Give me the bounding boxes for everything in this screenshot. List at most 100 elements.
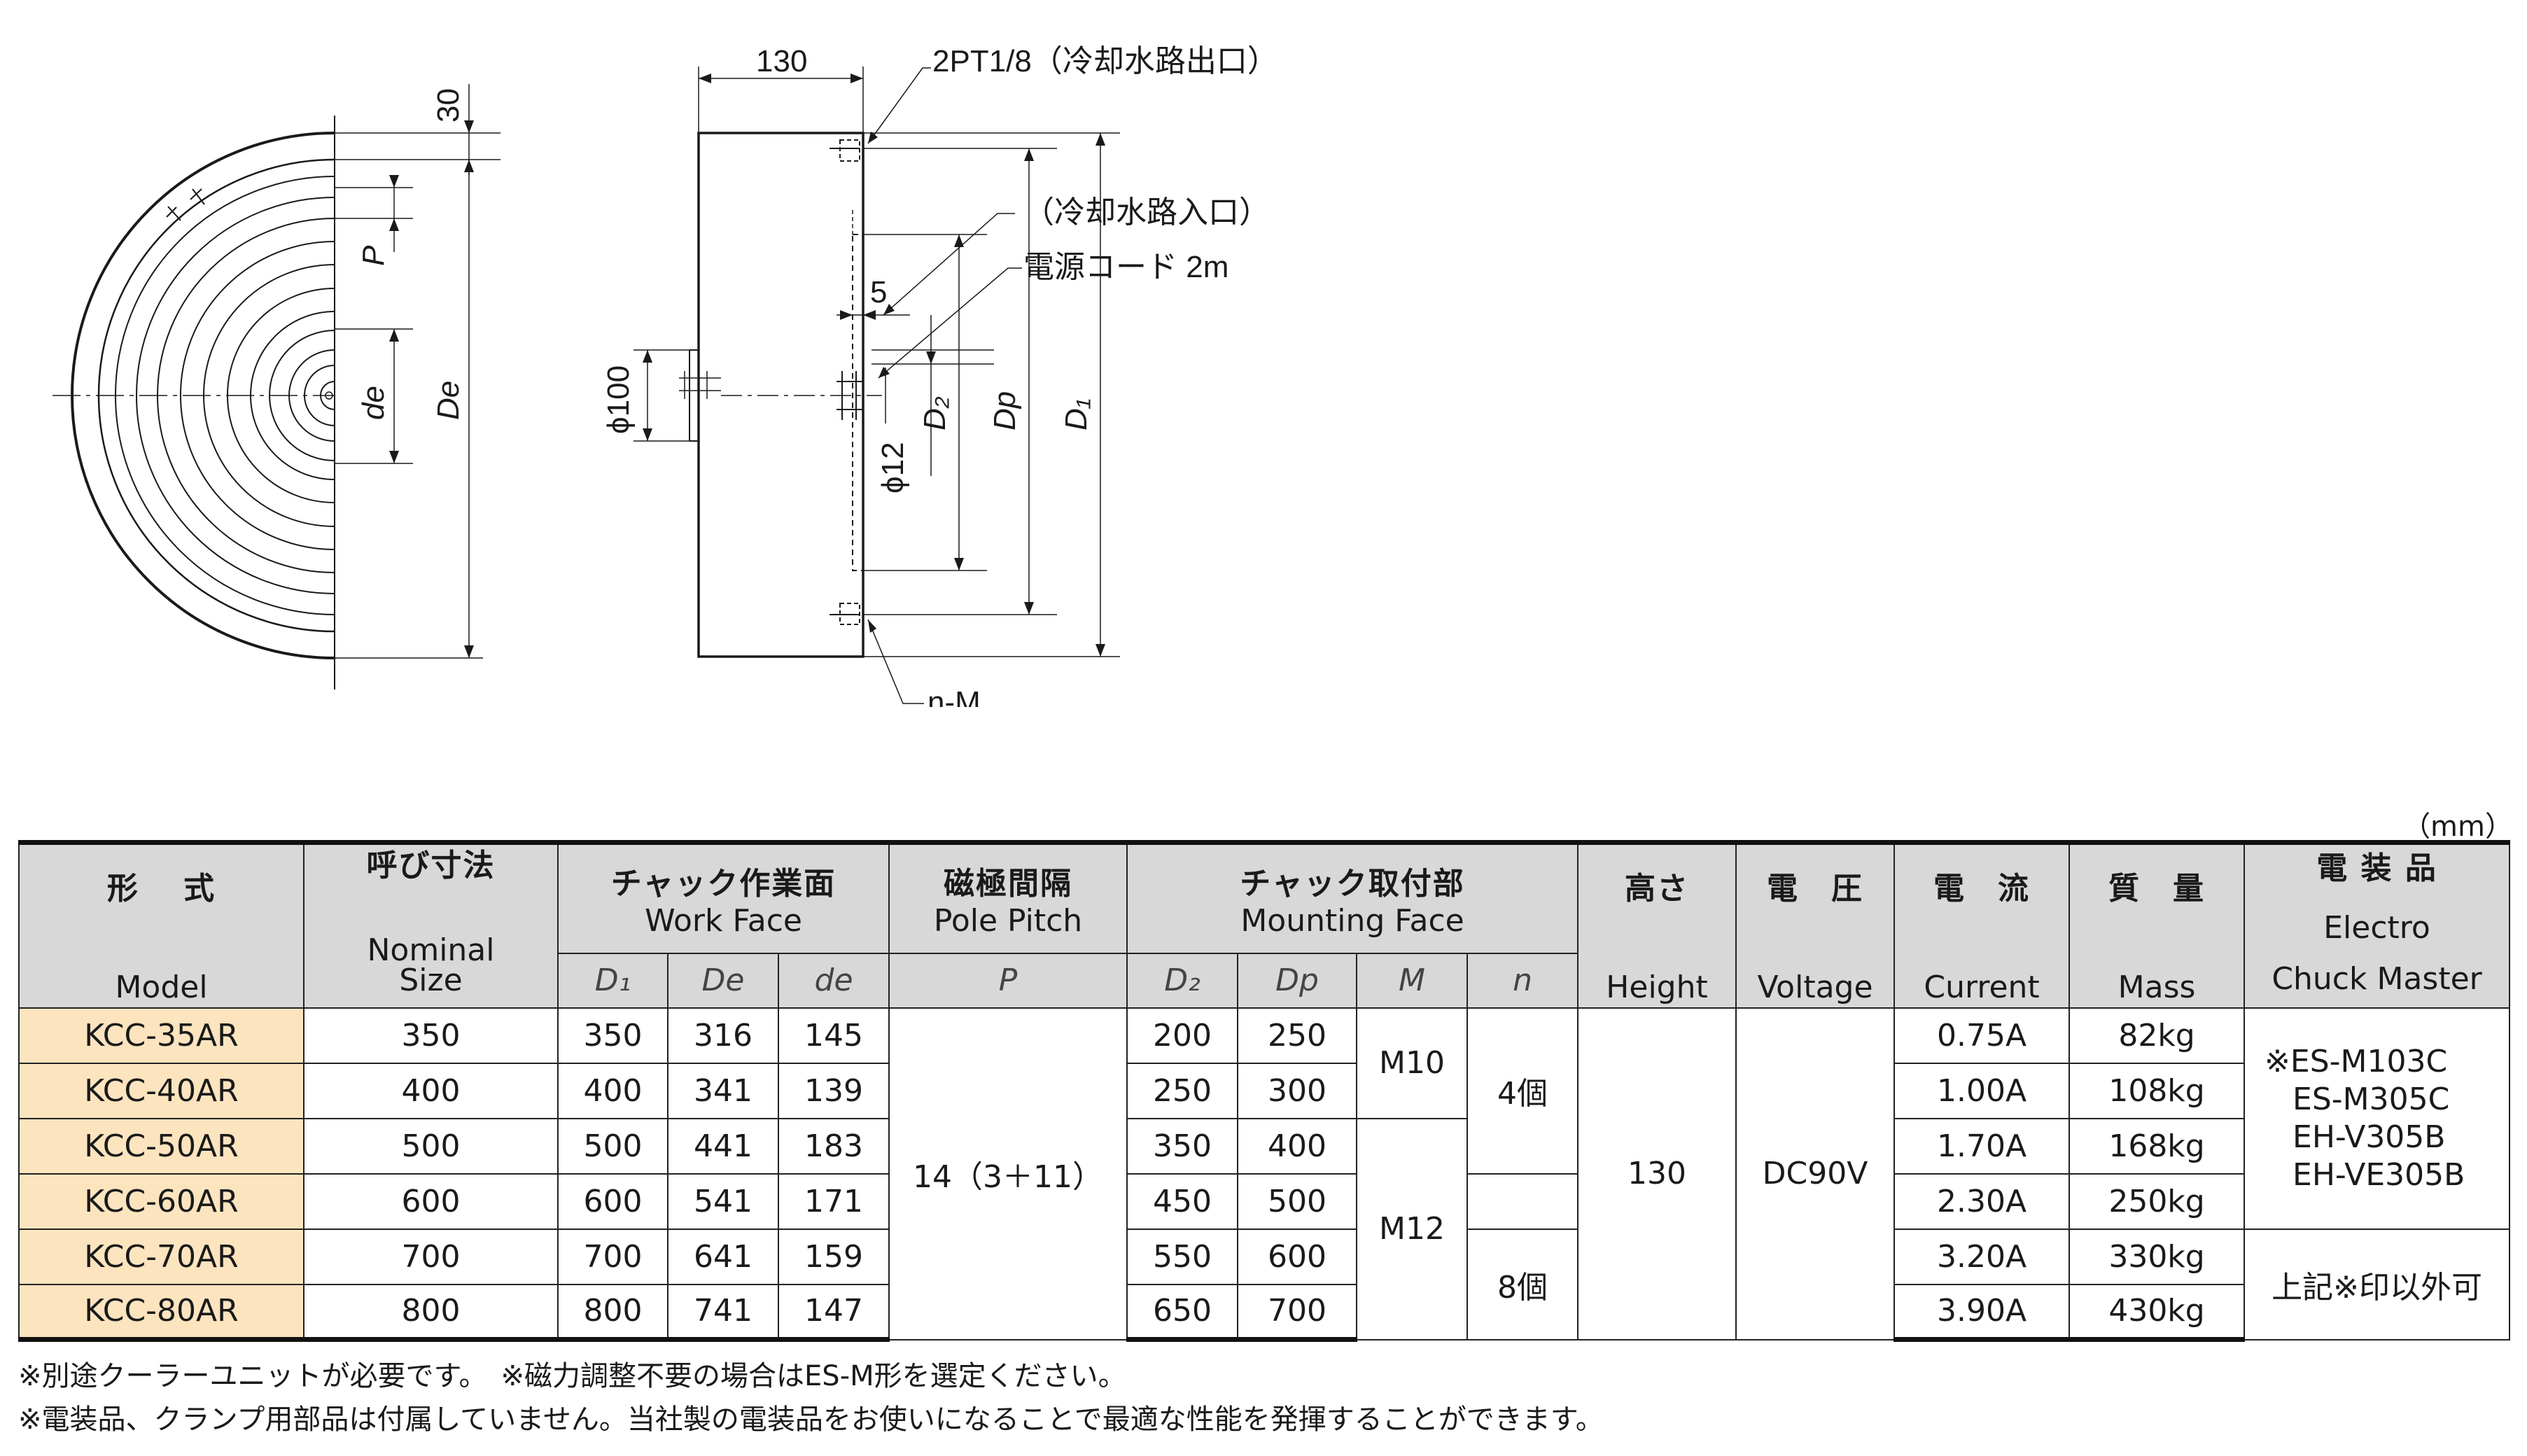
D2-cell: 200 <box>1126 1007 1239 1064</box>
Dp-cell: 500 <box>1237 1172 1358 1230</box>
D2-cell: 250 <box>1126 1062 1239 1119</box>
dim-5-label: 5 <box>870 275 887 309</box>
mass-cell: 82kg <box>2068 1007 2246 1064</box>
footnote: ※電装品、クランプ用部品は付属していません。当社製の電装品をお使いになることで最… <box>18 1404 1604 1436</box>
model-cell: KCC-40AR <box>18 1062 304 1119</box>
front-view: 30 P de De <box>52 84 500 690</box>
current-cell: 1.70A <box>1893 1117 2071 1175</box>
size-cell: 800 <box>303 1283 559 1342</box>
D2-cell: 550 <box>1126 1228 1239 1285</box>
mass-cell: 250kg <box>2068 1172 2246 1230</box>
D1-symbol: D₁ <box>1059 398 1093 430</box>
outlet-label: 2PT1/8（冷却水路出口） <box>932 44 1278 78</box>
de-cell: 159 <box>777 1228 890 1285</box>
current-cell: 2.30A <box>1893 1172 2071 1230</box>
mass-cell: 168kg <box>2068 1117 2246 1175</box>
header-model: 形 式 Model <box>18 840 304 1009</box>
header-pole-pitch: 磁極間隔 Pole Pitch <box>888 840 1128 954</box>
table-row: KCC-50AR 500 500 441 183 350 400 M12 1.7… <box>18 1117 2510 1340</box>
header-electro: 電 装 品 Electro Chuck Master <box>2244 840 2511 1009</box>
size-cell: 700 <box>303 1228 559 1285</box>
table-row: KCC-60AR 600 600 541 171 450 500 2.30A 2… <box>18 1172 2510 1230</box>
size-cell: 350 <box>303 1007 559 1064</box>
table-row: KCC-40AR 400 400 341 139 250 300 1.00A 1… <box>18 1062 2510 1119</box>
Dp-cell: 300 <box>1237 1062 1358 1119</box>
electro-item: ※ES-M103C <box>2264 1043 2448 1079</box>
sub-M: M <box>1356 952 1469 1009</box>
size-cell: 500 <box>303 1117 559 1175</box>
phi12-symbol: ϕ12 <box>876 442 910 493</box>
de-cell: 183 <box>777 1117 890 1175</box>
Dp-cell: 600 <box>1237 1228 1358 1285</box>
De-cell: 541 <box>667 1172 779 1230</box>
current-cell: 3.20A <box>1893 1228 2071 1285</box>
footnote: ※別途クーラーユニットが必要です。 ※磁力調整不要の場合はES-M形を選定くださ… <box>18 1360 1126 1392</box>
dim-30-label: 30 <box>431 88 465 122</box>
n-cell: 4個 <box>1466 1007 1579 1175</box>
inlet-label: （冷却水路入口） <box>1023 195 1270 230</box>
Dp-symbol: Dp <box>988 391 1022 430</box>
De-cell: 316 <box>667 1007 779 1064</box>
D2-cell: 450 <box>1126 1172 1239 1230</box>
header-work-face: チャック作業面 Work Face <box>556 840 890 954</box>
electro-list-cell: ※ES-M103C ES-M305C EH-V305B EH-VE305B <box>2244 1007 2511 1230</box>
Dp-cell: 700 <box>1237 1283 1358 1342</box>
n-cell-blank <box>1466 1172 1579 1229</box>
D1-cell: 600 <box>557 1172 668 1230</box>
sub-De: De <box>667 952 779 1009</box>
header-size: 呼び寸法 Nominal Size <box>303 840 559 1009</box>
model-cell: KCC-70AR <box>18 1228 304 1285</box>
n-cell: 8個 <box>1466 1228 1579 1340</box>
current-cell: 0.75A <box>1893 1007 2071 1064</box>
mass-cell: 108kg <box>2068 1062 2246 1119</box>
mass-cell: 430kg <box>2068 1283 2246 1342</box>
De-cell: 441 <box>667 1117 779 1175</box>
dim-130-label: 130 <box>756 44 807 78</box>
D1-cell: 400 <box>557 1062 668 1119</box>
height-cell: 130 <box>1577 1007 1737 1340</box>
de-cell: 171 <box>777 1172 890 1230</box>
sub-n: n <box>1466 952 1579 1009</box>
de-cell: 139 <box>777 1062 890 1119</box>
technical-drawing: 30 P de De <box>52 44 1278 707</box>
electro-other-cell: 上記※印以外可 <box>2244 1228 2511 1340</box>
de-cell: 145 <box>777 1007 890 1064</box>
footnotes: ※別途クーラーユニットが必要です。 ※磁力調整不要の場合はES-M形を選定くださ… <box>18 1354 1604 1441</box>
electro-item: ES-M305C <box>2292 1081 2450 1117</box>
header-voltage: 電 圧 Voltage <box>1735 840 1896 1009</box>
D1-cell: 350 <box>557 1007 668 1064</box>
sub-Dp: Dp <box>1237 952 1358 1009</box>
header-current: 電 流 Current <box>1893 840 2071 1009</box>
header-mounting-face: チャック取付部 Mounting Face <box>1126 840 1579 954</box>
Dp-cell: 400 <box>1237 1117 1358 1175</box>
D2-cell: 650 <box>1126 1283 1239 1342</box>
size-cell: 400 <box>303 1062 559 1119</box>
spec-table: 形 式 Model 呼び寸法 Nominal Size チャック作業面 Work… <box>18 840 2511 1342</box>
voltage-cell: DC90V <box>1735 1007 1896 1340</box>
power-cord-label: 電源コード 2m <box>1023 250 1228 284</box>
De-symbol: De <box>431 381 465 420</box>
phi100-symbol: ϕ100 <box>601 365 636 434</box>
sub-D2: D₂ <box>1126 952 1239 1009</box>
table-row: KCC-80AR 800 800 741 147 650 700 3.90A 4… <box>18 1283 2510 1342</box>
D1-cell: 500 <box>557 1117 668 1175</box>
Dp-cell: 250 <box>1237 1007 1358 1064</box>
header-height: 高さ Height <box>1577 840 1737 1009</box>
model-cell: KCC-35AR <box>18 1007 304 1064</box>
model-cell: KCC-50AR <box>18 1117 304 1175</box>
De-cell: 341 <box>667 1062 779 1119</box>
header-mass: 質 量 Mass <box>2068 840 2246 1009</box>
current-cell: 3.90A <box>1893 1283 2071 1342</box>
D1-cell: 700 <box>557 1228 668 1285</box>
unit-label: （mm） <box>2402 811 2513 843</box>
De-cell: 641 <box>667 1228 779 1285</box>
De-cell: 741 <box>667 1283 779 1342</box>
mass-cell: 330kg <box>2068 1228 2246 1285</box>
nm-label: n-M <box>927 685 981 707</box>
current-cell: 1.00A <box>1893 1062 2071 1119</box>
size-cell: 600 <box>303 1172 559 1230</box>
side-view: 130 2PT1/8（冷却水路出口） （冷却水路入口） 電源コード 2m 5 n… <box>601 44 1278 707</box>
D2-symbol: D₂ <box>918 396 952 430</box>
table-row: KCC-70AR 700 700 641 159 550 600 8個 3.20… <box>18 1228 2511 1340</box>
D2-cell: 350 <box>1126 1117 1239 1175</box>
